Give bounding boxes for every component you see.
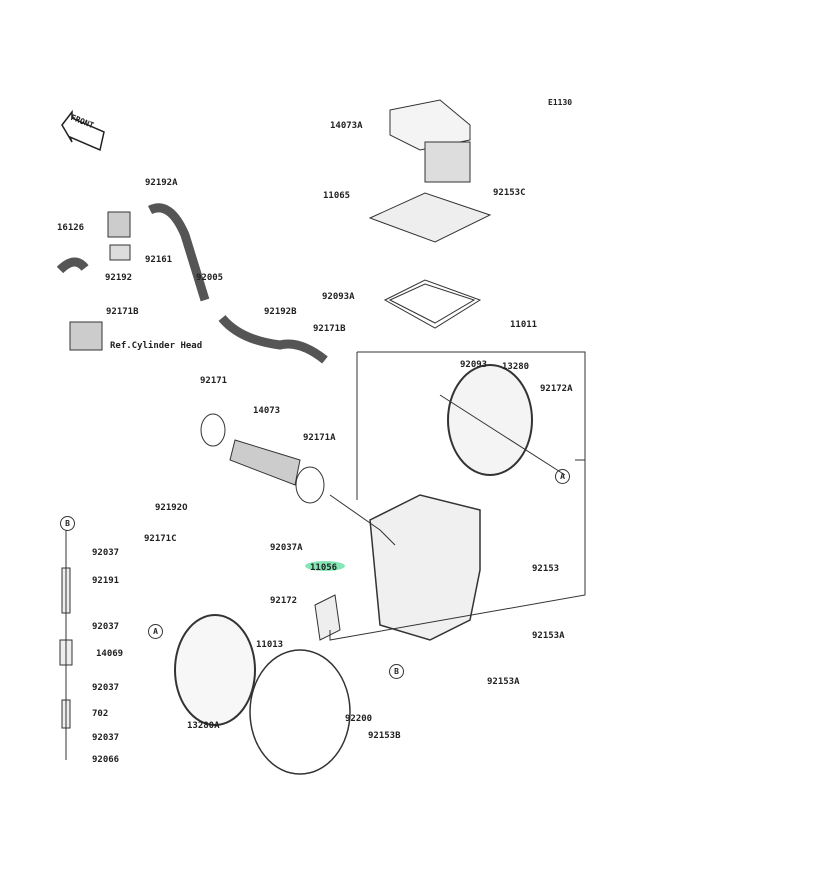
part-label[interactable]: 92153A <box>487 677 520 687</box>
part-label[interactable]: 92192A <box>145 178 178 188</box>
part-label[interactable]: 92172A <box>540 384 573 394</box>
part-label[interactable]: 92171C <box>144 534 177 544</box>
highlight-marker <box>305 561 345 571</box>
part-label[interactable]: 11065 <box>323 191 351 201</box>
part-label[interactable]: 92171B <box>106 307 139 317</box>
part-label[interactable]: 92037A <box>270 543 303 553</box>
part-label[interactable]: 92093 <box>460 360 488 370</box>
part-label[interactable]: 92200 <box>345 714 373 724</box>
filter-11013 <box>249 649 351 775</box>
part-label[interactable]: 92037 <box>92 548 120 558</box>
valve-16126 <box>107 211 131 238</box>
part-label[interactable]: 92172 <box>270 596 298 606</box>
part-label[interactable]: 92171 <box>200 376 228 386</box>
hose-92192 <box>56 257 89 274</box>
part-label[interactable]: 92192 <box>105 273 133 283</box>
part-label[interactable]: 14073A <box>330 121 363 131</box>
reference-marker-a: A <box>555 469 570 484</box>
part-label[interactable]: 92153 <box>532 564 560 574</box>
part-label[interactable]: 92171A <box>303 433 336 443</box>
diagram-code: E1130 <box>548 98 573 107</box>
filter-13280A <box>174 614 256 726</box>
part-label[interactable]: 92191 <box>92 576 120 586</box>
part-label[interactable]: 11011 <box>510 320 538 330</box>
part-label[interactable]: 92005 <box>196 273 224 283</box>
gasket-92093A <box>383 279 482 329</box>
part-label[interactable]: 11013 <box>256 640 284 650</box>
reference-marker-b: B <box>60 516 75 531</box>
reference-marker-a: A <box>148 624 163 639</box>
part-label[interactable]: 92171B <box>313 324 346 334</box>
part-label[interactable]: 14073 <box>253 406 281 416</box>
part-label[interactable]: 14069 <box>96 649 124 659</box>
part-label[interactable]: 92153B <box>368 731 401 741</box>
hose-92192B <box>218 315 328 364</box>
part-label[interactable]: 92037 <box>92 683 120 693</box>
part-label[interactable]: 702 <box>92 709 109 719</box>
part-label-highlighted[interactable]: 11056 <box>310 563 338 573</box>
part-label[interactable]: 92093A <box>322 292 355 302</box>
reference-label: Ref.Cylinder Head <box>110 341 203 351</box>
air-box-11056 <box>369 494 481 641</box>
front-arrow-icon <box>61 109 105 152</box>
part-label[interactable]: 92066 <box>92 755 120 765</box>
part-label[interactable]: 92161 <box>145 255 173 265</box>
part-label[interactable]: 92192O <box>155 503 188 513</box>
part-label[interactable]: 16126 <box>57 223 85 233</box>
plate-11065 <box>368 192 492 243</box>
filter-element-top <box>389 99 471 183</box>
part-label[interactable]: 92192B <box>264 307 297 317</box>
part-label[interactable]: 92037 <box>92 622 120 632</box>
part-label[interactable]: 13280A <box>187 721 220 731</box>
part-label[interactable]: 13280 <box>502 362 530 372</box>
part-label[interactable]: 92153C <box>493 188 526 198</box>
part-label[interactable]: 92037 <box>92 733 120 743</box>
part-label[interactable]: 92153A <box>532 631 565 641</box>
reference-marker-b: B <box>389 664 404 679</box>
hose-92192A <box>147 203 210 302</box>
